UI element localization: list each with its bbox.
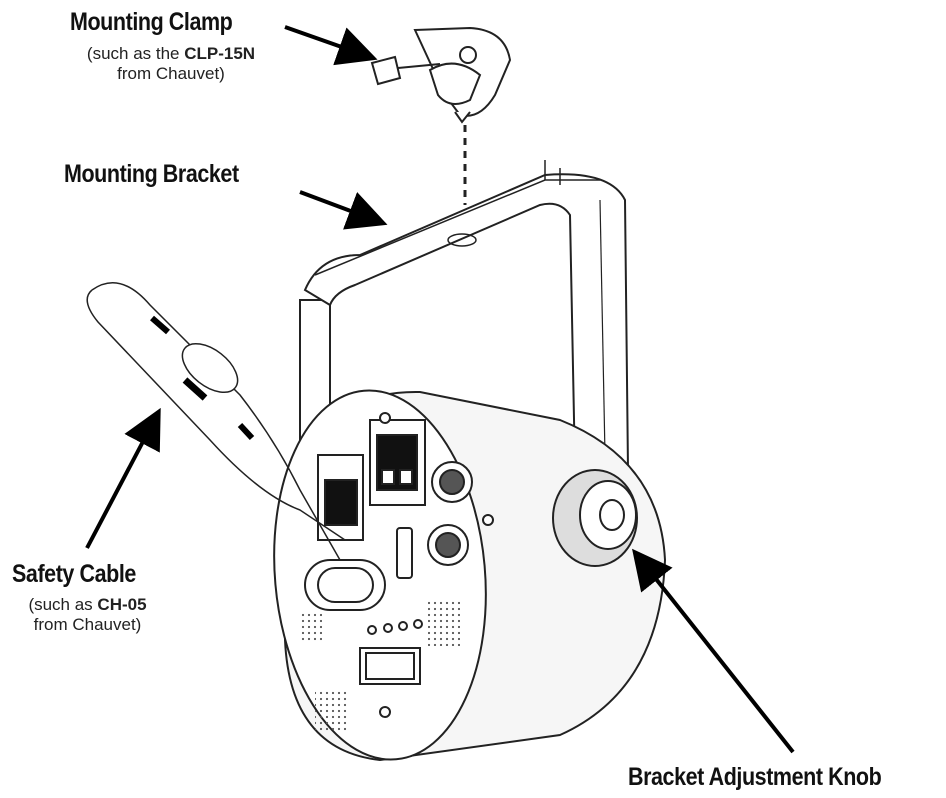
mounting-clamp-subtitle: (such as the CLP-15N from Chauvet) <box>56 44 286 83</box>
safety-cable <box>86 282 346 561</box>
bracket-adjustment-knob <box>552 469 638 567</box>
mounting-clamp-title: Mounting Clamp <box>70 8 233 36</box>
safety-cable-title: Safety Cable <box>12 560 136 588</box>
mounting-clamp-sub-prefix: (such as the <box>86 44 185 63</box>
safety-cable-model: CH-05 <box>97 595 147 614</box>
mounting-clamp-sub-suffix: from Chauvet) <box>117 63 225 83</box>
safety-cable-callout: Safety Cable <box>12 560 156 589</box>
bracket-knob-callout: Bracket Adjustment Knob <box>628 763 923 792</box>
mounting-bracket-title: Mounting Bracket <box>64 160 239 188</box>
safety-cable-sub-suffix: from Chauvet) <box>33 614 142 634</box>
arrow-mounting-bracket <box>299 190 388 230</box>
callout-arrows <box>85 25 795 754</box>
mounting-clamp-callout: Mounting Clamp <box>70 8 259 37</box>
mounting-clamp-model: CLP-15N <box>184 44 256 63</box>
bracket-knob-title: Bracket Adjustment Knob <box>628 763 882 791</box>
mounting-bracket-callout: Mounting Bracket <box>64 160 267 189</box>
arrow-mounting-clamp <box>284 25 378 66</box>
arrow-safety-cable <box>85 407 161 549</box>
mounting-clamp <box>370 26 512 124</box>
arrow-bracket-knob <box>632 548 795 754</box>
safety-cable-subtitle: (such as CH-05 from Chauvet) <box>0 595 175 634</box>
safety-cable-sub-prefix: (such as <box>28 595 98 614</box>
